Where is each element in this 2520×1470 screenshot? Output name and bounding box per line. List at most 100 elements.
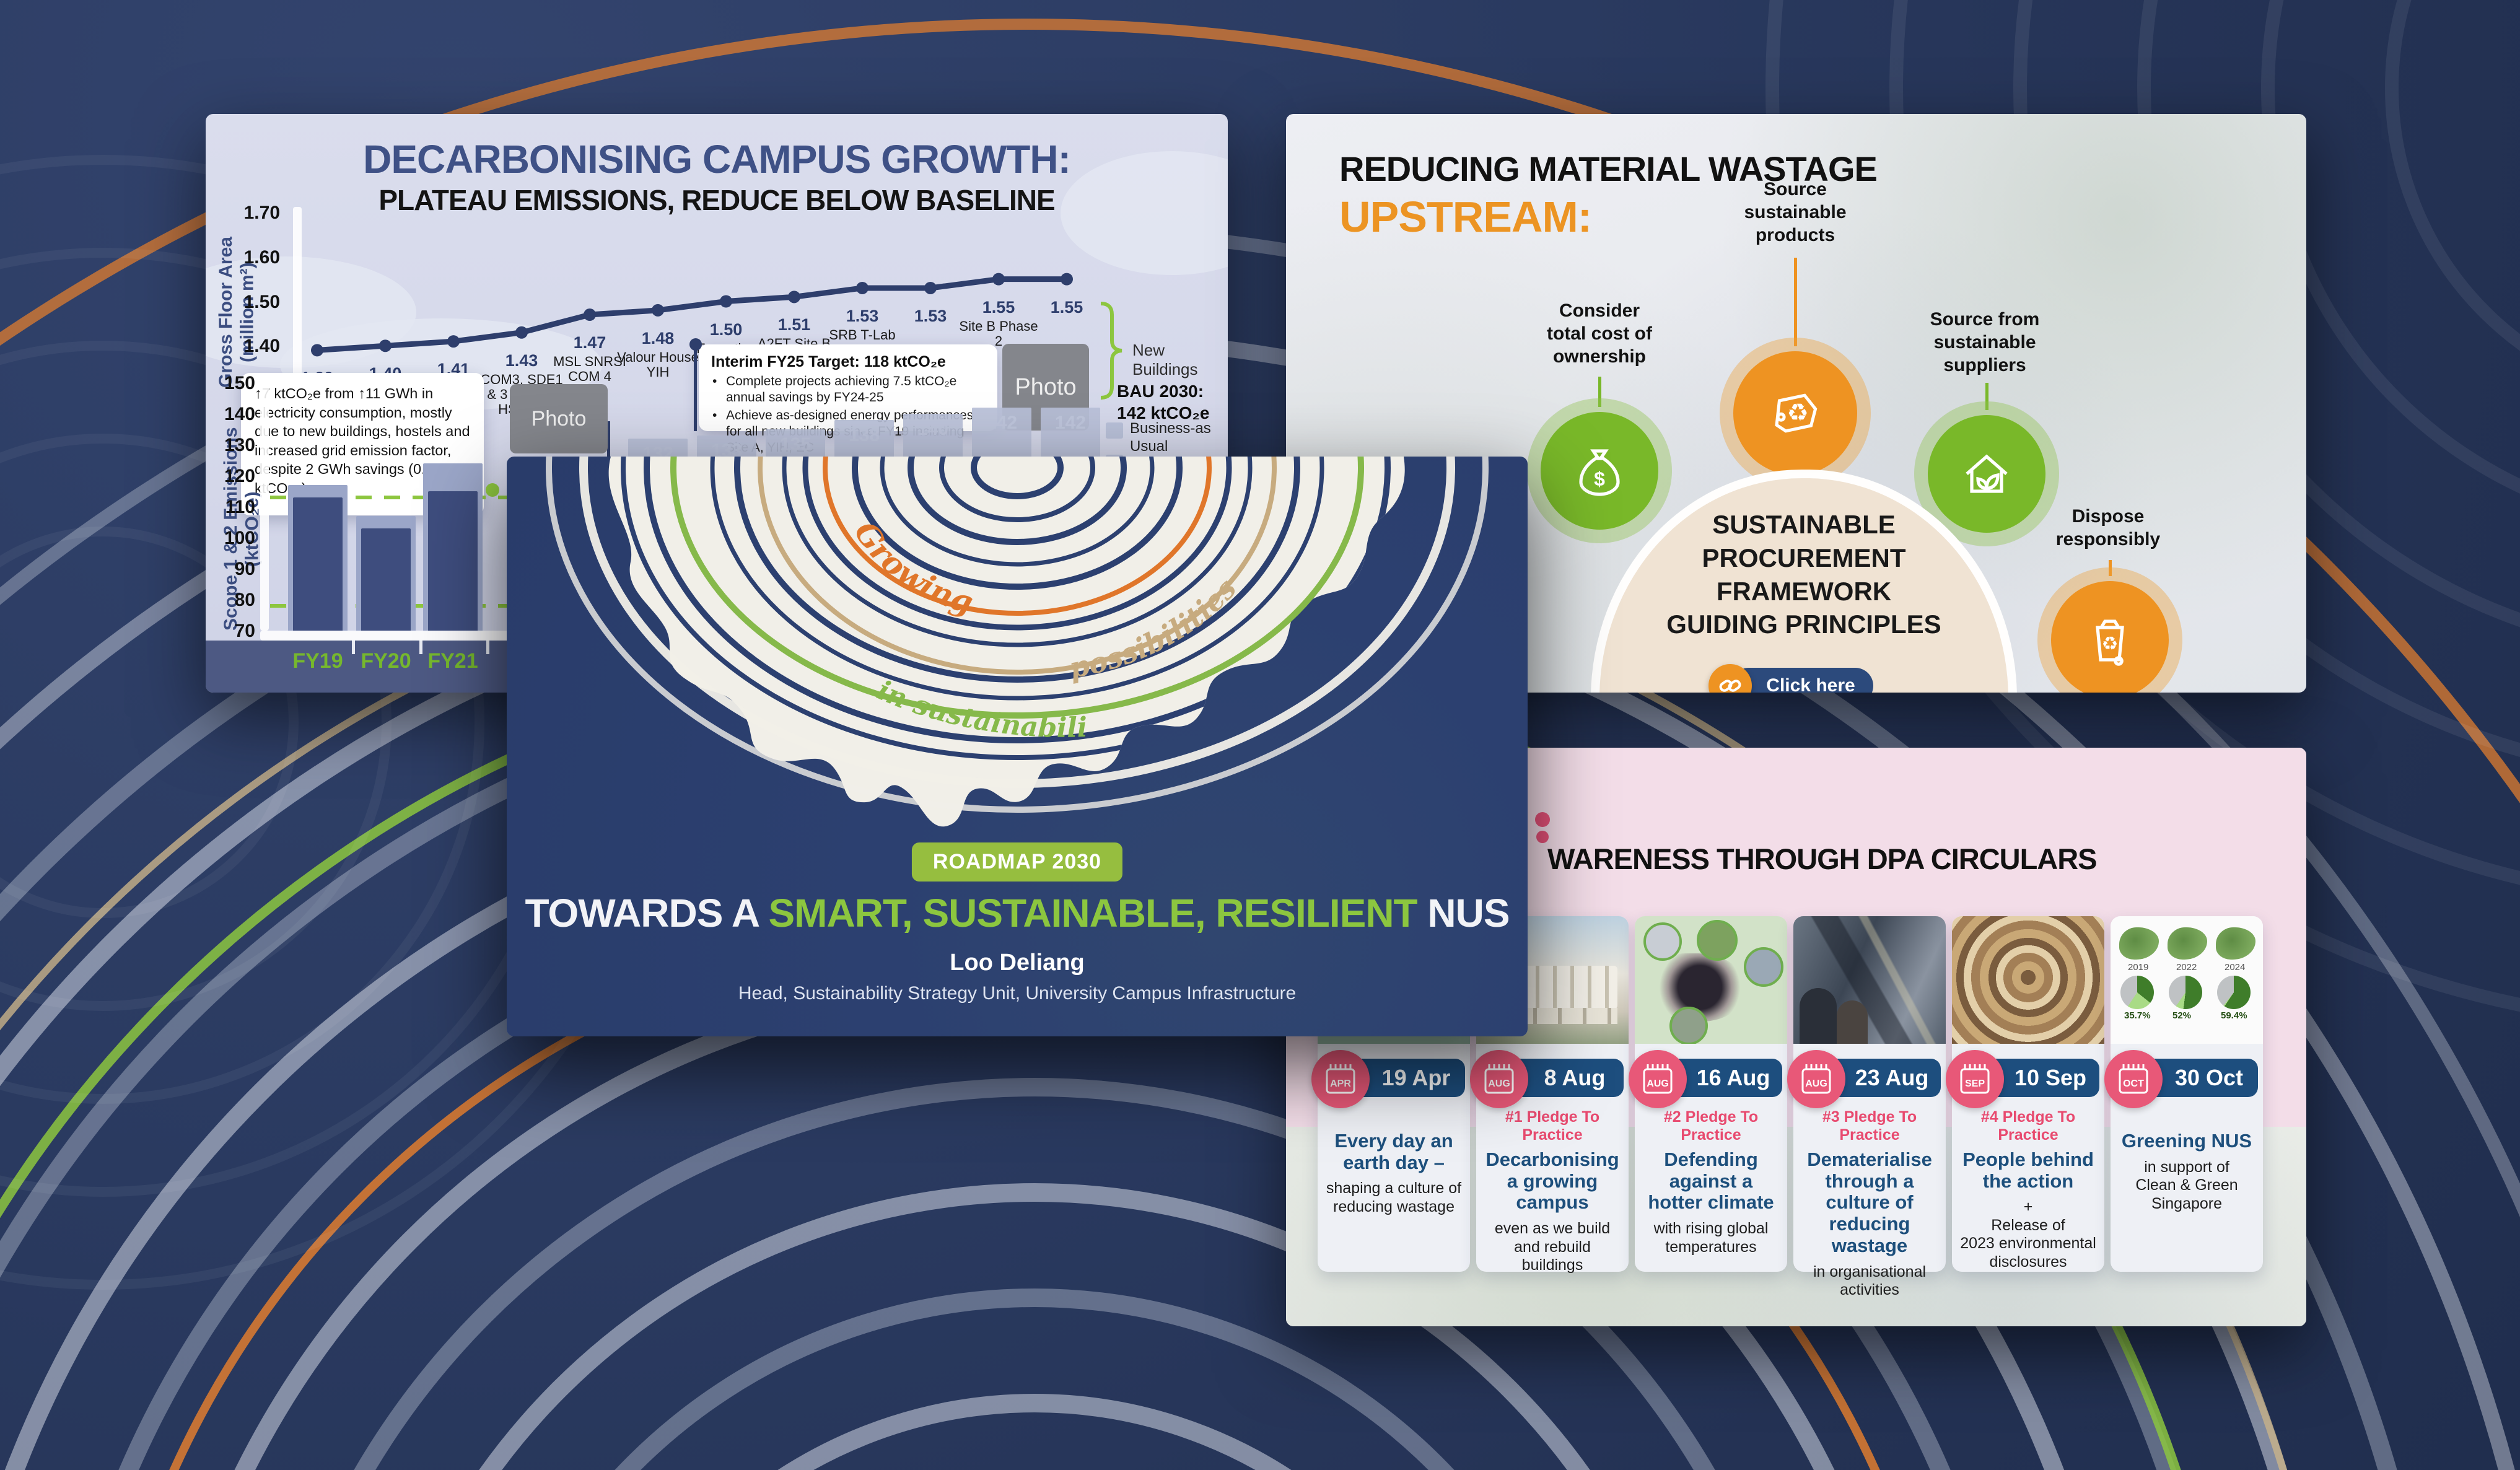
photo-placeholder-1: Photo — [510, 384, 608, 453]
emissions-tick: 130 — [224, 435, 255, 455]
gfa-tick: 1.50 — [243, 291, 280, 312]
greening-pct: 59.4% — [2221, 1010, 2247, 1021]
line-point-value: 1.48 — [641, 328, 675, 348]
pink-dot-decoration — [1535, 812, 1550, 827]
bau-2030-line1: BAU 2030: — [1117, 382, 1204, 401]
bubble-label: Dispose responsibly — [2055, 506, 2161, 549]
bubble-label: Source from sustainable suppliers — [1930, 309, 2040, 375]
roadmap-heading: TOWARDS A SMART, SUSTAINABLE, RESILIENT … — [507, 890, 1528, 936]
slide1-title: DECARBONISING CAMPUS GROWTH: — [363, 137, 1071, 182]
card-image — [1793, 916, 1946, 1044]
pledge-label: #1 Pledge To Practice — [1505, 1108, 1600, 1144]
heading-suffix: NUS — [1417, 891, 1510, 935]
roadmap-badge: ROADMAP 2030 — [911, 842, 1123, 882]
emissions-tick: 90 — [234, 559, 255, 579]
svg-text:APR: APR — [1330, 1078, 1351, 1089]
interim-pointer-dot — [689, 338, 702, 351]
emissions-tick: 110 — [225, 497, 255, 517]
emissions-tick: 120 — [224, 466, 255, 486]
background-ring — [564, 1394, 1505, 1470]
greening-pct: 35.7% — [2124, 1010, 2151, 1021]
pledge-label — [1325, 1108, 1463, 1126]
line-point-value: 1.53 — [914, 306, 947, 325]
emissions-tick: 150 — [224, 373, 255, 393]
dome-title-line: FRAMEWORK — [1716, 576, 1892, 606]
interim-connector-line — [607, 421, 610, 458]
pledge-label: #3 Pledge To Practice — [1822, 1108, 1917, 1144]
greening-pie — [2169, 976, 2202, 1009]
emissions-tick: 140 — [224, 404, 255, 424]
recycle-tag-icon: ♻ — [1733, 351, 1857, 475]
target-marker-dot — [486, 483, 499, 497]
tree-ring-blob: Growing possibilities in sustainability — [507, 457, 1489, 827]
card-subtitle: in support of Clean & Green Singapore — [2135, 1158, 2238, 1212]
dome-title: SUSTAINABLE PROCUREMENT FRAMEWORK GUIDIN… — [1599, 508, 2008, 641]
heading-prefix: TOWARDS A — [525, 891, 769, 935]
card-title: Defending against a hotter climate — [1648, 1148, 1774, 1214]
pledge-label: #2 Pledge To Practice — [1663, 1108, 1759, 1144]
card-title: People behind the action — [1962, 1148, 2094, 1192]
greening-pct: 52% — [2172, 1010, 2192, 1021]
click-here-row: Click here — [1599, 664, 2008, 693]
gfa-tick: 1.40 — [243, 336, 280, 357]
card-title: Dematerialise through a culture of reduc… — [1807, 1148, 1932, 1256]
recycle-bin-icon: ♻ — [2051, 581, 2169, 693]
emissions-bar — [361, 528, 411, 631]
eco-house-icon — [1928, 415, 2045, 533]
background-ring — [2385, 0, 2520, 411]
emissions-tick: 100 — [224, 528, 255, 548]
card-subtitle: in organisational activities — [1813, 1262, 1927, 1299]
line-point-value: 1.53 — [846, 306, 879, 325]
interim-target-title: Interim FY25 Target: 118 ktCO₂e — [711, 353, 946, 370]
emissions-bar — [293, 497, 343, 631]
card-subtitle: + Release of 2023 environmental disclosu… — [1960, 1198, 2096, 1271]
upstream-title-orange: UPSTREAM: — [1339, 193, 1592, 241]
tree-rings-artwork: Growing possibilities in sustainability — [507, 457, 1489, 827]
bubble-label: Consider total cost of ownership — [1547, 300, 1652, 367]
interim-bullet-1: Complete projects achieving 7.5 ktCO₂e a… — [712, 374, 985, 406]
card-title: Greening NUS — [2121, 1130, 2252, 1152]
interim-pointer-line — [694, 346, 697, 431]
fy-tick — [486, 641, 489, 654]
calendar-icon: APR — [1311, 1050, 1370, 1108]
dome-title-line: PROCUREMENT — [1702, 543, 1906, 572]
money-bag-icon: $ — [1541, 412, 1658, 530]
line-point-name: Site B Phase 2 — [959, 318, 1038, 349]
card-body: Greening NUS in support of Clean & Green … — [2111, 1108, 2263, 1213]
svg-text:OCT: OCT — [2123, 1078, 2144, 1089]
slide-roadmap-title: Growing possibilities in sustainability … — [507, 457, 1528, 1036]
upstream-title-black: REDUCING MATERIAL WASTAGE — [1339, 149, 1878, 188]
greening-year: 2022 — [2176, 962, 2197, 973]
pink-dot-decoration — [1536, 831, 1549, 843]
svg-text:$: $ — [1594, 468, 1605, 490]
click-here-button[interactable]: Click here — [1731, 668, 1873, 693]
gfa-tick: 1.60 — [243, 247, 280, 268]
card-title: Every day an earth day – — [1334, 1130, 1453, 1173]
line-point-value: 1.47 — [573, 333, 606, 352]
presenter-role: Head, Sustainability Strategy Unit, Univ… — [738, 983, 1297, 1004]
cloud-decoration — [1061, 151, 1228, 275]
greening-pie — [2217, 976, 2251, 1009]
calendar-icon: OCT — [2104, 1050, 2163, 1108]
emissions-tick: 80 — [234, 590, 255, 610]
greening-map — [2168, 927, 2207, 960]
calendar-icon: AUG — [1787, 1050, 1845, 1108]
greening-map — [2216, 927, 2255, 960]
heading-highlight: SMART, SUSTAINABLE, RESILIENT — [768, 891, 1417, 935]
svg-text:♻: ♻ — [1787, 400, 1808, 427]
presenter-name: Loo Deliang — [950, 950, 1085, 976]
bubble-connector-line — [1985, 383, 1988, 410]
fy-label: FY21 — [427, 649, 478, 673]
card-subtitle: with rising global temperatures — [1653, 1220, 1769, 1256]
bau-2030-label: BAU 2030: 142 ktCO₂e — [1117, 380, 1209, 424]
greening-pie — [2120, 976, 2154, 1009]
